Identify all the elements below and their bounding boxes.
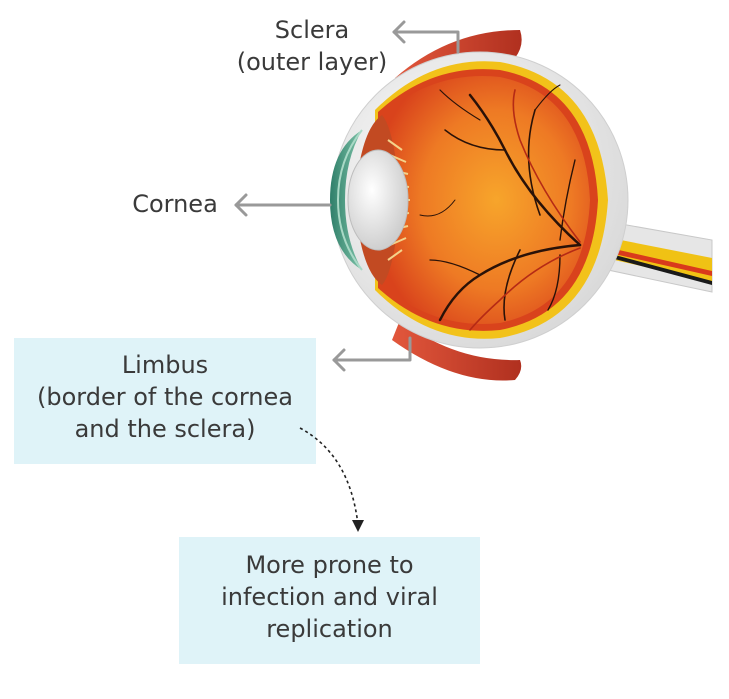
cornea-label-text: Cornea — [132, 190, 218, 218]
retinal-blood-vessels — [419, 84, 582, 322]
limbus-label-line-1: Limbus — [121, 351, 209, 379]
sclera-label: Sclera (outer layer) — [222, 14, 402, 78]
lower-eye-muscle — [392, 320, 522, 381]
cornea-arrow — [234, 193, 332, 217]
limbus-label-line-2: (border of the cornea — [36, 383, 293, 411]
lens — [347, 149, 409, 251]
limbus-box — [14, 338, 316, 464]
sclera-label-line-1: Sclera — [274, 16, 350, 44]
limbus-label: Limbus (border of the cornea and the scl… — [14, 349, 316, 445]
dashed-connector-arrow — [299, 427, 364, 532]
limbus-label-line-3: and the sclera) — [74, 415, 256, 443]
retina — [382, 76, 590, 324]
note-label: More prone to infection and viral replic… — [179, 549, 480, 645]
cornea-shape — [330, 130, 362, 270]
note-label-line-1: More prone to — [245, 551, 414, 579]
limbus-arrow — [332, 336, 412, 372]
note-box — [179, 537, 480, 664]
note-label-line-2: infection and viral — [221, 583, 438, 611]
note-label-line-3: replication — [266, 615, 393, 643]
cornea-label: Cornea — [120, 188, 230, 220]
sclera-label-line-2: (outer layer) — [236, 48, 388, 76]
sclera-arrow — [392, 20, 460, 54]
